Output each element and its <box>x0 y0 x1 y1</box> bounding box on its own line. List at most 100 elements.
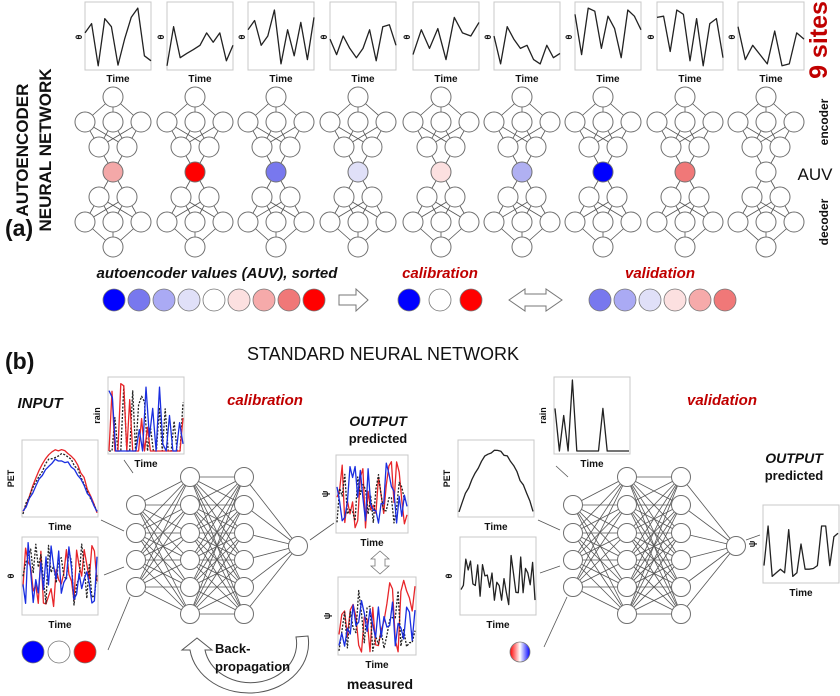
nn-output-node <box>288 536 308 556</box>
ae-node <box>727 211 749 233</box>
site-time-axis-label: Time <box>188 74 212 85</box>
ae-node <box>674 236 696 258</box>
rain-plot-val-time-label: Time <box>580 459 604 470</box>
ae-node <box>688 136 710 158</box>
nn-edge <box>626 532 682 615</box>
connector-line <box>123 459 134 474</box>
nn-edge <box>243 476 299 547</box>
nn-edge <box>135 559 191 588</box>
ae-node <box>606 186 628 208</box>
rain-plot-cal-series <box>108 383 184 452</box>
pet-plot-cal-frame <box>21 439 99 518</box>
pet-plot-val-series <box>458 449 534 513</box>
psi-predicted-plot-series <box>336 462 408 524</box>
nn-edge <box>572 476 628 588</box>
ae-node <box>375 211 397 233</box>
b-calibration-auv-circle <box>21 640 45 664</box>
nn-edge <box>680 504 737 547</box>
site-theta-series <box>737 26 805 67</box>
sorted-auv-circle <box>302 288 326 312</box>
ae-node <box>755 211 777 233</box>
nn-edge <box>189 559 245 615</box>
auv-node <box>102 161 124 183</box>
ae-node <box>592 211 614 233</box>
nn-hidden-node <box>671 577 691 597</box>
calibration-auv-circle <box>428 288 452 312</box>
nn-edge <box>626 586 682 615</box>
decoder-label: decoder <box>817 198 831 245</box>
sorted-auv-title: autoencoder values (AUV), sorted <box>97 265 339 282</box>
ae-node <box>755 86 777 108</box>
nn-edge <box>135 476 191 561</box>
ae-node <box>741 136 763 158</box>
ae-node <box>319 111 341 133</box>
ae-node <box>265 111 287 133</box>
site-theta-plot-frame <box>329 1 397 71</box>
ae-node <box>184 211 206 233</box>
site-theta-axis-label: θ <box>237 34 247 39</box>
site-theta-series <box>166 26 234 66</box>
nn-edge <box>243 545 299 615</box>
nn-hidden-node <box>234 523 254 543</box>
connector-line <box>745 534 761 541</box>
nn-hidden-node <box>617 467 637 487</box>
calibration-auv-circle <box>459 288 483 312</box>
site-time-axis-label: Time <box>434 74 458 85</box>
ae-node <box>497 186 519 208</box>
nn-input-node <box>126 495 146 515</box>
compare-arrow-icon <box>369 550 391 575</box>
nn-edge <box>680 476 737 547</box>
site-theta-series <box>656 9 724 67</box>
pet-plot-cal-time-label: Time <box>48 522 72 533</box>
ae-node <box>347 111 369 133</box>
ae-node <box>525 186 547 208</box>
auv-node <box>184 161 206 183</box>
nn-edge <box>189 532 245 615</box>
ae-node <box>198 136 220 158</box>
ae-node <box>688 186 710 208</box>
theta-plot-cal-time-label: Time <box>48 620 72 631</box>
ae-node <box>102 86 124 108</box>
ae-node <box>416 136 438 158</box>
connector-line <box>309 522 335 541</box>
backpropagation-arrow-icon <box>180 635 310 694</box>
site-theta-plot-frame <box>737 1 805 71</box>
rain-plot-val-frame <box>553 376 631 455</box>
theta-plot-val-series <box>460 554 536 606</box>
ae-node <box>74 211 96 233</box>
ae-node <box>251 186 273 208</box>
nn-input-node <box>126 523 146 543</box>
auv-node <box>592 161 614 183</box>
connector-line <box>107 596 131 651</box>
backprop-line1: Back- <box>215 641 250 656</box>
nn-edge <box>626 476 682 534</box>
panel-a-label: (a) <box>5 215 33 241</box>
nn-hidden-node <box>180 577 200 597</box>
ae-node <box>769 136 791 158</box>
sorted-auv-row <box>102 288 326 312</box>
nn-input-node <box>563 523 583 543</box>
ae-node <box>293 211 315 233</box>
site-time-axis-label: Time <box>596 74 620 85</box>
validation-auv-gradient-circle <box>509 641 531 663</box>
ae-node <box>170 136 192 158</box>
ae-node <box>361 136 383 158</box>
ae-node <box>130 111 152 133</box>
nn-hidden-node <box>180 604 200 624</box>
calibration-network <box>126 467 308 624</box>
nn-hidden-node <box>234 467 254 487</box>
backprop-line2: propagation <box>215 659 290 674</box>
site-theta-axis-label: θ <box>483 34 493 39</box>
ae-node <box>497 136 519 158</box>
site-time-axis-label: Time <box>759 74 783 85</box>
site-theta-axis-label: θ <box>646 34 656 39</box>
site-theta-series <box>84 7 152 67</box>
ae-node <box>660 136 682 158</box>
nn-hidden-node <box>671 523 691 543</box>
auv-node <box>347 161 369 183</box>
input-label: INPUT <box>18 395 65 412</box>
